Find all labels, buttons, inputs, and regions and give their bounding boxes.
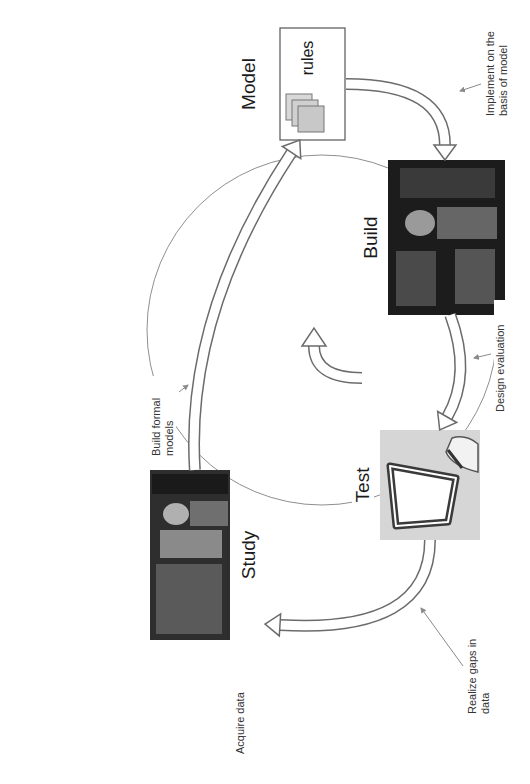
station-heading: Build xyxy=(360,214,382,260)
arrow-fill xyxy=(194,153,292,470)
leader-line xyxy=(474,354,491,358)
pen xyxy=(448,450,462,468)
edge-label: Realize gaps in data xyxy=(466,624,492,714)
arrow-head xyxy=(434,145,456,160)
study-photo xyxy=(150,470,230,640)
card-frame xyxy=(280,28,345,140)
hand xyxy=(446,437,478,472)
model-card xyxy=(280,28,345,140)
photo-person-head xyxy=(163,503,189,525)
station-heading: Study xyxy=(238,529,260,582)
inner-arrow-fill xyxy=(314,346,362,378)
photo-rack xyxy=(400,168,495,198)
inner-arrow-outline xyxy=(314,346,362,378)
edge-label: Build formal models xyxy=(150,376,176,456)
edge-label: Design evaluation xyxy=(494,300,507,412)
station-node: Build xyxy=(356,160,508,315)
build-photo xyxy=(388,160,505,315)
photo-person-body xyxy=(437,207,497,239)
station-node: Study xyxy=(150,470,265,640)
drawn-shape xyxy=(390,466,456,526)
station-heading: Model xyxy=(238,56,260,112)
arrow-head xyxy=(265,614,281,636)
cycle-arrow xyxy=(194,140,301,470)
leader-line xyxy=(460,84,481,91)
photo-person-body xyxy=(190,501,228,526)
photo-ground xyxy=(150,470,230,640)
photo-screen xyxy=(396,251,436,306)
leader-lines xyxy=(179,84,491,666)
arrow-fill xyxy=(280,540,430,626)
inner-arrow xyxy=(302,328,362,378)
photo-desk xyxy=(455,249,495,304)
sheet xyxy=(298,106,324,132)
cycle-arrow xyxy=(438,315,461,430)
text-slot: rules xyxy=(298,30,317,86)
text-slot: Build xyxy=(360,160,382,315)
drawn-shape-inner xyxy=(390,466,456,526)
text-slot: Test xyxy=(352,430,374,540)
arrow-outline xyxy=(280,540,430,626)
arrow-outline xyxy=(194,153,292,470)
photo-shadow xyxy=(152,474,228,494)
station-heading: Test xyxy=(352,466,374,505)
photo-person-head xyxy=(405,210,435,236)
arrow-head xyxy=(438,412,457,430)
photo-panel xyxy=(160,530,222,558)
station-node: Test xyxy=(350,430,480,540)
station-node: Model rules xyxy=(236,28,346,140)
card-text: rules xyxy=(298,39,317,78)
edge-label: Implement on the basis of model xyxy=(484,16,510,116)
inner-arrow-head xyxy=(302,328,326,346)
picture-ground xyxy=(380,430,480,540)
leader-line xyxy=(179,385,188,392)
arrow-fill xyxy=(447,315,460,417)
leader-line xyxy=(421,608,463,666)
arrow-fill xyxy=(346,84,445,145)
test-picture xyxy=(380,430,480,540)
cycle-arrow xyxy=(265,540,430,636)
text-slot: Model xyxy=(238,28,260,140)
photo-machine xyxy=(156,564,222,634)
photo-ground xyxy=(388,160,505,315)
arrow-outline xyxy=(346,84,445,145)
arrow-head xyxy=(282,140,300,159)
note-label: Acquire data xyxy=(234,692,247,754)
arrow-outline xyxy=(447,315,460,417)
text-slot: Study xyxy=(238,470,260,640)
cycle-arrow xyxy=(346,84,456,160)
